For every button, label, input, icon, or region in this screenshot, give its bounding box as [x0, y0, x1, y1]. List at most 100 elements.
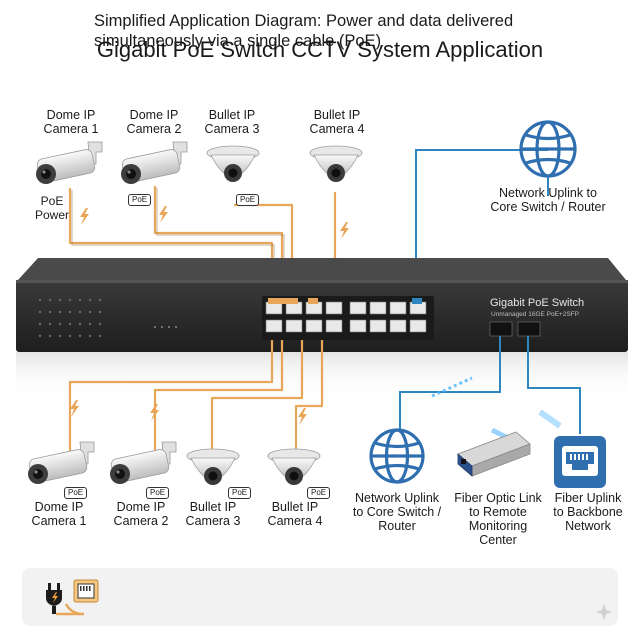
lightning-icons-top — [80, 206, 349, 239]
label-line: to Remote — [469, 505, 527, 519]
label-line: Network Uplink — [354, 491, 440, 505]
bullet-camera-icon — [28, 441, 95, 484]
rj45-plug — [308, 298, 318, 304]
diagram-title: Gigabit PoE Switch CCTV System Applicati… — [96, 37, 544, 62]
camera-label-top-3: Bullet IP Camera 3 — [187, 108, 277, 136]
label-line: Network Uplink to — [499, 186, 597, 200]
uplink-cable-bottom — [399, 336, 501, 430]
label-line: Center — [479, 533, 517, 547]
uplink-label-bottom-1: Network Uplink to Core Switch / Router — [344, 491, 450, 533]
label-line: Bullet IP — [189, 500, 237, 514]
camera-label-bottom-3: Bullet IP Camera 3 — [168, 500, 258, 528]
rj45-port — [305, 319, 323, 333]
label-line: Camera 4 — [267, 514, 323, 528]
label-line: Fiber Optic Link — [454, 491, 542, 505]
poe-badge: PoE — [128, 194, 152, 206]
label-line: Power — [34, 208, 69, 222]
label-line: Bullet IP — [313, 108, 361, 122]
rj45-port — [349, 319, 367, 333]
poe-cable-bottom-1 — [68, 340, 274, 458]
poe-cable-bottom-2 — [153, 340, 284, 458]
poe-switch — [16, 258, 628, 352]
bullet-camera-icon — [36, 141, 103, 184]
poe-badge: PoE — [307, 487, 331, 499]
footer-panel — [22, 568, 618, 626]
label-line: Camera 1 — [43, 122, 99, 136]
label-line: to Core Switch / — [352, 505, 442, 519]
camera-label-top-2: Dome IP Camera 2 — [109, 108, 199, 136]
rj45-plug — [278, 298, 288, 304]
label-line: Camera 3 — [185, 514, 241, 528]
label-line: Bullet IP — [208, 108, 256, 122]
caption-line: simultaneously via a single cable (PoE) — [94, 32, 382, 50]
label-line: Router — [378, 519, 416, 533]
label-line: Camera 2 — [113, 514, 169, 528]
power-plug-icon — [46, 583, 62, 614]
poe-cable-bottom-3 — [210, 340, 304, 450]
label-line: Network — [565, 519, 611, 533]
camera-label-top-4: Bullet IP Camera 4 — [292, 108, 382, 136]
label-line: to Backbone — [553, 505, 623, 519]
rj45-port — [389, 301, 407, 315]
camera-label-bottom-1: Dome IP Camera 1 — [14, 500, 104, 528]
vent-holes — [38, 298, 102, 338]
poe-badge: PoE — [146, 487, 170, 499]
lightning-icons-bottom — [70, 400, 307, 425]
lightning-icon — [298, 408, 307, 425]
uplink-label-top: Network Uplink to Core Switch / Router — [468, 186, 628, 214]
ethernet-port-icon — [73, 579, 99, 603]
bullet-camera-icon — [110, 441, 177, 484]
sfp-module-icon — [457, 431, 531, 477]
uplink-cable-top — [415, 149, 549, 300]
rj45-plug — [268, 298, 278, 304]
label-line: Camera 1 — [31, 514, 87, 528]
poe-cables-bottom — [68, 340, 324, 458]
led-indicators — [154, 326, 177, 328]
switch-subtitle: Unmanaged 16GE PoE+2SFP — [491, 311, 579, 318]
lightning-icon — [70, 400, 79, 417]
rj45-plug — [412, 298, 422, 304]
camera-label-bottom-2: Dome IP Camera 2 — [96, 500, 186, 528]
label-line: Dome IP — [34, 500, 84, 514]
sparkle-icon — [596, 604, 612, 620]
camera-label-bottom-4: Bullet IP Camera 4 — [250, 500, 340, 528]
lightning-icon — [159, 206, 168, 223]
label-line: Core Switch / Router — [490, 200, 606, 214]
lightning-icon — [150, 404, 159, 421]
lightning-icon — [80, 208, 89, 225]
label-line: Dome IP — [116, 500, 166, 514]
poe-badge: PoE — [236, 194, 260, 206]
rj45-port — [325, 319, 343, 333]
globe-icon — [369, 428, 425, 484]
rj45-port — [409, 319, 427, 333]
rj45-port-block — [262, 296, 434, 340]
dome-camera-icon — [309, 145, 363, 182]
caption-line: Simplified Application Diagram: Power an… — [94, 12, 514, 30]
ethernet-port-icon — [554, 436, 606, 488]
label-line: Camera 3 — [204, 122, 260, 136]
rj45-port — [325, 301, 343, 315]
label-line: Camera 4 — [309, 122, 365, 136]
uplink-label-bottom-3: Fiber Uplink to Backbone Network — [542, 491, 634, 533]
dome-camera-icon — [206, 145, 260, 182]
rj45-port — [369, 319, 387, 333]
poe-badge: PoE — [228, 487, 252, 499]
rj45-port — [285, 319, 303, 333]
switch-name: Gigabit PoE Switch — [490, 297, 585, 309]
label-line: Bullet IP — [271, 500, 319, 514]
camera-label-top-1: Dome IP Camera 1 — [26, 108, 116, 136]
label-line: PoE — [40, 194, 64, 208]
dome-camera-icon — [267, 448, 321, 485]
globe-icon — [519, 120, 577, 178]
poe-power-label: PoE Power — [30, 194, 74, 222]
label-line: Dome IP — [46, 108, 96, 122]
bullet-camera-icon — [121, 141, 188, 184]
uplink-label-bottom-2: Fiber Optic Link to Remote Monitoring Ce… — [446, 491, 550, 547]
rj45-port — [265, 319, 283, 333]
rj45-plug — [288, 298, 298, 304]
dome-camera-icon — [186, 448, 240, 485]
poe-cable-bottom-4 — [294, 340, 324, 452]
footer-caption: Simplified Application Diagram: Power an… — [94, 11, 513, 51]
